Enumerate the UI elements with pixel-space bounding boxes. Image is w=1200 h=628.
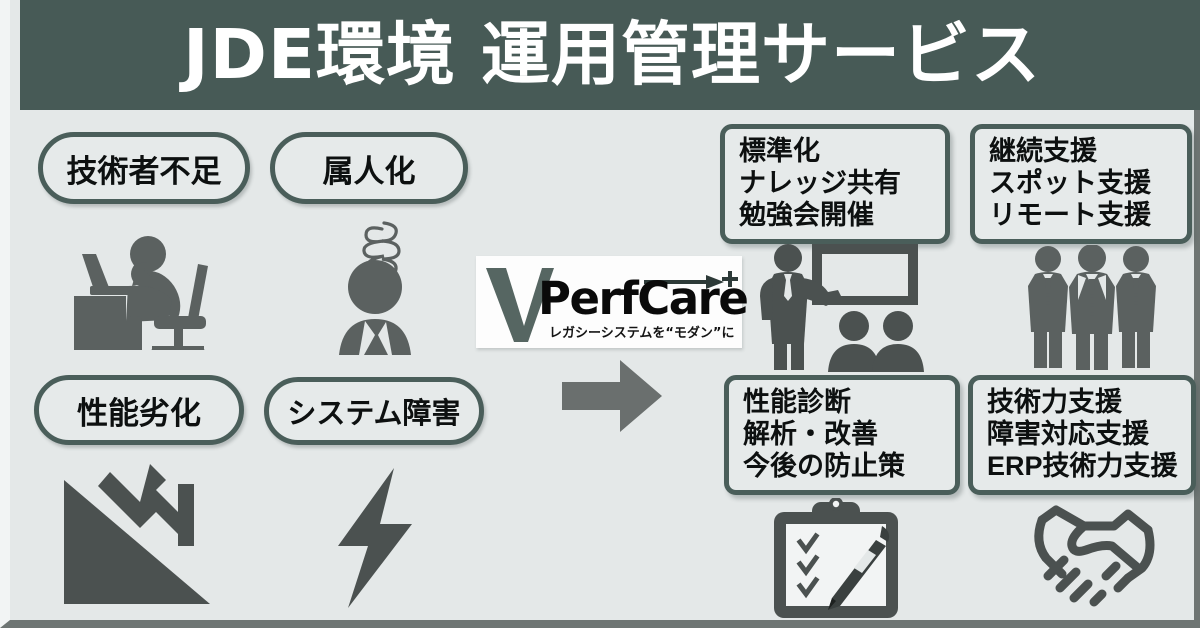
problem-pill-system-shougai[interactable]: システム障害 <box>264 377 484 445</box>
right-arrow-icon <box>562 360 664 432</box>
stressed-person-icon <box>310 205 440 355</box>
tired-worker-at-desk-icon <box>66 220 236 350</box>
problem-pill-label: 技術者不足 <box>66 153 222 189</box>
solution-line: 技術力支援 <box>987 387 1122 417</box>
three-businessmen-icon <box>1022 245 1162 370</box>
solution-box-seinou-shindan[interactable]: 性能診断 解析・改善 今後の防止策 <box>724 375 960 495</box>
page-title: JDE環境 運用管理サービス <box>182 14 1042 95</box>
declining-chart-icon <box>60 462 220 607</box>
arrow-plus-mark-icon <box>644 266 740 301</box>
poster-header: JDE環境 運用管理サービス <box>20 0 1200 110</box>
solution-line: ERP技術力支援 <box>987 450 1178 481</box>
problem-pill-gijutsusha-busoku[interactable]: 技術者不足 <box>38 132 250 204</box>
solution-line: 継続支援 <box>989 136 1097 166</box>
presenter-whiteboard-audience-icon <box>750 242 950 372</box>
clipboard-checklist-pen-icon <box>766 498 906 618</box>
solution-box-gijutsuryoku-shien[interactable]: 技術力支援 障害対応支援 ERP技術力支援 <box>968 375 1196 495</box>
solution-line: 今後の防止策 <box>743 450 905 481</box>
problem-pill-label: システム障害 <box>287 398 461 430</box>
logo-wordmark: PerfCare <box>538 272 749 325</box>
solution-line: 標準化 <box>739 136 820 166</box>
solution-line: ナレッジ共有 <box>739 167 901 198</box>
problem-pill-label: 属人化 <box>322 153 416 189</box>
solution-line: スポット支援 <box>989 167 1151 198</box>
solution-line: 解析・改善 <box>743 418 878 449</box>
solution-line: リモート支援 <box>989 199 1151 230</box>
problem-pill-zokujinka[interactable]: 属人化 <box>270 132 468 204</box>
problem-pill-seinou-rekka[interactable]: 性能劣化 <box>34 375 244 445</box>
v-mark-icon <box>484 264 556 349</box>
solution-line: 性能診断 <box>743 387 851 417</box>
problem-pill-label: 性能劣化 <box>77 395 201 431</box>
solution-box-hyoujunka[interactable]: 標準化 ナレッジ共有 勉強会開催 <box>720 124 950 244</box>
perfcare-logo: PerfCare レガシーシステムを“モダン”に <box>476 256 749 349</box>
lightning-bolt-icon <box>320 466 430 611</box>
solution-line: 勉強会開催 <box>739 199 874 230</box>
solution-box-keizoku-shien[interactable]: 継続支援 スポット支援 リモート支援 <box>970 124 1192 244</box>
logo-tagline: レガシーシステムを“モダン”に <box>549 326 735 341</box>
solution-line: 障害対応支援 <box>987 418 1149 449</box>
handshake-icon <box>1028 502 1163 614</box>
